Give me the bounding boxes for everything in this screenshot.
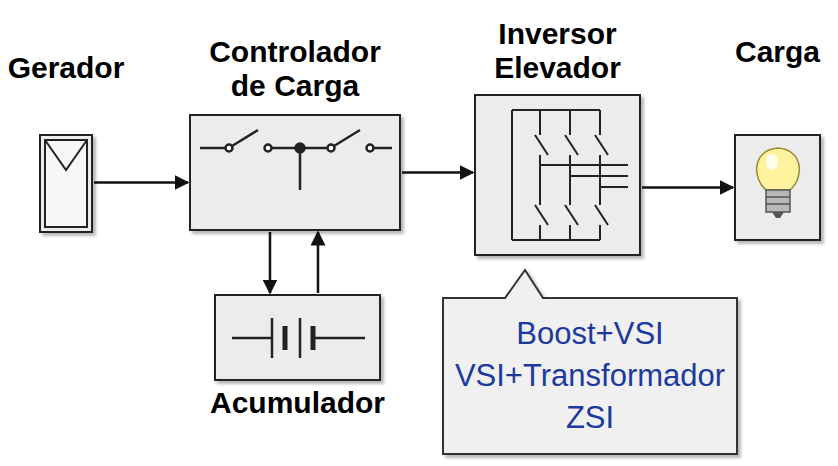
flow-arrow: [402, 171, 473, 174]
generator-box: Gerador: [40, 135, 92, 232]
inverter-box-fill: [475, 95, 640, 255]
battery-box: Acumulador: [215, 295, 380, 380]
block-heading: Inversor Elevador: [470, 17, 645, 85]
block-heading: Carga: [728, 35, 828, 69]
callout-shape: [443, 270, 737, 454]
controller-box: Controlador de Carga: [190, 115, 400, 230]
callout-box: Boost+VSIVSI+TransformadorZSI: [443, 298, 737, 454]
solar-panel-icon: [45, 140, 87, 227]
flow-arrow: [269, 232, 272, 293]
block-heading: Gerador: [0, 51, 146, 85]
battery-symbol: [232, 318, 365, 358]
callout-line: Boost+VSI: [516, 313, 663, 355]
flow-arrow: [317, 232, 320, 293]
generator-box-fill: [40, 135, 92, 232]
battery-box-fill: [215, 295, 380, 380]
block-heading: Acumulador: [198, 386, 398, 420]
flow-arrow: [642, 186, 733, 189]
switch-symbol: [200, 130, 392, 190]
controller-box-fill: [190, 115, 400, 230]
callout-line: VSI+Transformador: [455, 355, 725, 397]
callout-line: ZSI: [566, 397, 614, 439]
load-box: Carga: [735, 135, 820, 240]
inverter-box: Inversor Elevador: [475, 95, 640, 255]
light-bulb-icon: [757, 148, 800, 218]
load-box-fill: [735, 135, 820, 240]
block-heading: Controlador de Carga: [190, 35, 400, 103]
flow-arrow: [94, 181, 188, 184]
inverter-bridge-symbol: [512, 110, 628, 240]
